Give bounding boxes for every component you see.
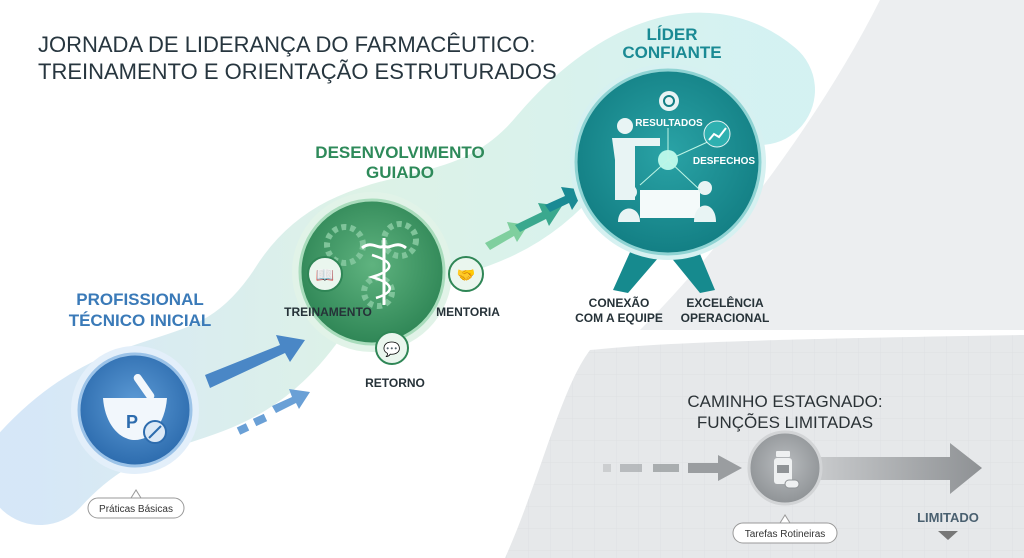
team-connection-line2: COM A EQUIPE — [575, 311, 663, 325]
basic-practices-label: Práticas Básicas — [99, 504, 173, 515]
mortar-pestle-icon: P — [103, 373, 167, 444]
growth-chart-icon — [703, 120, 731, 148]
svg-text:P: P — [126, 412, 138, 432]
results-label: RESULTADOS — [635, 118, 703, 129]
initial-stage-title-line2: TÉCNICO INICIAL — [69, 311, 212, 330]
limited-arrow-icon — [815, 443, 982, 494]
chevron-arrows-icon — [485, 187, 585, 250]
training-icon-circle — [307, 256, 343, 292]
arrow-icon — [205, 335, 305, 388]
page-title-line1: JORNADA DE LIDERANÇA DO FARMACÊUTICO: — [38, 32, 536, 57]
operational-excellence-line2: OPERACIONAL — [681, 311, 770, 325]
mentoring-handshake-icon: 🤝 — [457, 267, 476, 284]
growth-chart-line — [708, 127, 727, 141]
team-connection-line1: CONEXÃO — [589, 295, 650, 310]
target-icon — [659, 91, 679, 111]
mentoring-icon-circle — [448, 256, 484, 292]
limited-label: LIMITADO — [917, 510, 979, 525]
outcomes-label: DESFECHOS — [693, 156, 756, 167]
routine-tasks-label: Tarefas Rotineiras — [745, 529, 826, 540]
guided-stage-circle — [298, 198, 446, 346]
operational-excellence-line1: EXCELÊNCIA — [686, 295, 764, 310]
mentoring-label: MENTORIA — [436, 305, 500, 319]
feedback-chat-icon: 💬 — [383, 341, 401, 358]
basic-practices-badge — [87, 497, 185, 519]
dashed-arrow-icon — [236, 389, 310, 435]
badge-pointer — [130, 489, 142, 499]
stagnant-title-line1: CAMINHO ESTAGNADO: — [687, 392, 882, 411]
gears-caduceus-icon — [324, 221, 419, 309]
leader-stage-title-line1: LÍDER — [647, 25, 698, 44]
guided-stage-title-line2: GUIADO — [366, 163, 434, 182]
medicine-bottle-icon — [774, 451, 800, 489]
target-icon-ring — [663, 95, 675, 107]
stagnant-title-line2: FUNÇÕES LIMITADAS — [697, 413, 873, 432]
down-triangle-icon — [938, 531, 958, 540]
initial-stage-title-line1: PROFISSIONAL — [76, 290, 204, 309]
training-book-icon: 📖 — [316, 267, 335, 284]
guided-stage-title-line1: DESENVOLVIMENTO — [315, 143, 484, 162]
dashed-gray-arrow-icon — [603, 455, 742, 481]
leader-team-meeting-icon — [612, 118, 716, 222]
feedback-label: RETORNO — [365, 376, 425, 390]
training-label: TREINAMENTO — [284, 305, 372, 319]
feedback-icon-circle — [375, 331, 409, 365]
leader-stage-title-line2: CONFIANTE — [622, 43, 721, 62]
page-title-line2: TREINAMENTO E ORIENTAÇÃO ESTRUTURADOS — [38, 59, 557, 84]
routine-tasks-badge — [732, 522, 838, 544]
upper-gray-panel — [640, 0, 1024, 330]
